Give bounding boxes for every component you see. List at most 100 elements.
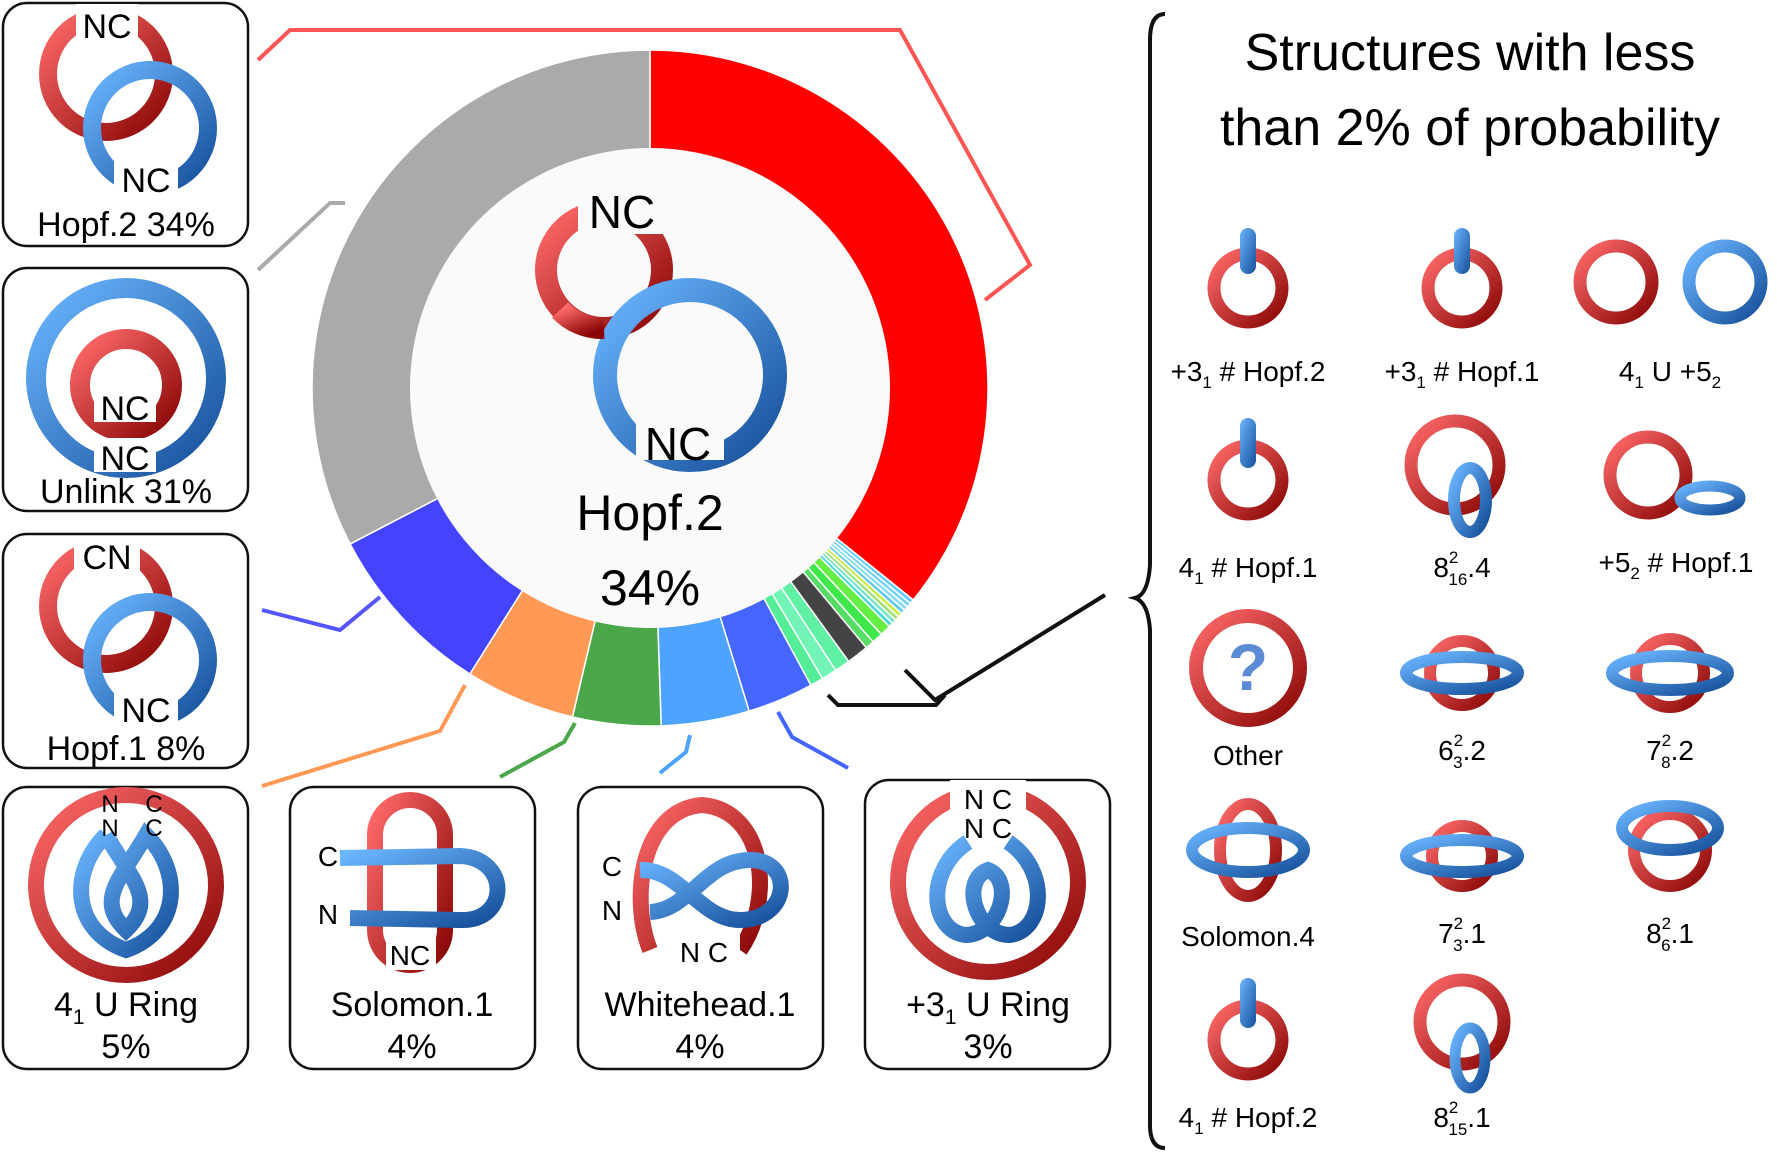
item11-red-icon	[1426, 820, 1498, 892]
ring41-c1: C	[145, 791, 162, 818]
whitehead1-nc: N C	[680, 937, 728, 968]
right-brace	[1127, 12, 1166, 1150]
item-41-u-52: 41 U +52	[1573, 239, 1768, 392]
hopf2-label: Hopf.2 34%	[37, 206, 215, 244]
center-nc-bottom: NC	[645, 418, 711, 470]
hopf2-gap1	[76, 4, 138, 40]
solomon1-percent: 4%	[387, 1028, 436, 1066]
right-panel-title-line1: Structures with less	[1245, 24, 1696, 82]
center-percent: 34%	[600, 560, 700, 616]
item2-link-icon	[1454, 228, 1470, 274]
leader-hopf1	[261, 595, 382, 633]
card-solomon1: C N NC Solomon.1 4%	[288, 785, 537, 1071]
card-hopf2: NC NC Hopf.2 34%	[1, 1, 250, 248]
hopf1-nc-bottom: NC	[121, 692, 170, 730]
hopf1-gap2	[114, 692, 178, 728]
small-bracket	[826, 693, 947, 707]
ring41-n1: N	[101, 791, 118, 818]
item-41-hopf2: 41 # Hopf.2	[1179, 978, 1317, 1138]
solomon1-gap	[386, 938, 436, 970]
solomon1-blue-loop	[339, 847, 506, 928]
whitehead1-c: C	[602, 851, 622, 882]
whitehead1-blue-knot	[639, 851, 789, 929]
center-name: Hopf.2	[576, 485, 723, 541]
item3-red-knot-icon	[1573, 239, 1659, 325]
donut-chart	[311, 49, 989, 727]
item3-blue-knot-icon	[1682, 239, 1768, 325]
item6-link-icon	[1674, 480, 1746, 516]
item9-red-icon	[1630, 633, 1710, 713]
item14-knot-icon	[1413, 973, 1511, 1071]
unlink-gap2	[94, 438, 156, 472]
hopf2-nc-bottom: NC	[121, 162, 170, 200]
ring31-percent: 3%	[963, 1028, 1012, 1066]
item2-label: +31 # Hopf.1	[1384, 356, 1539, 392]
item7-ring-icon	[1189, 609, 1307, 727]
ring31-gap1	[950, 780, 1026, 814]
item6-label: +52 # Hopf.1	[1598, 547, 1753, 583]
solomon1-nc: NC	[390, 940, 430, 971]
hopf2-gap2	[114, 160, 178, 196]
solomon1-n: N	[318, 899, 338, 930]
item-41-hopf1: 41 # Hopf.1	[1179, 418, 1317, 588]
item6-knot-icon	[1603, 430, 1693, 520]
ring41-c2: C	[145, 815, 162, 842]
item12-blue-icon	[1616, 800, 1724, 856]
whitehead1-name: Whitehead.1	[605, 986, 796, 1024]
center-nc-gap2	[636, 420, 724, 460]
small-structures-grid: +31 # Hopf.2 +31 # Hopf.1 41 U +52 41 # …	[1170, 228, 1768, 1139]
item3-label: 41 U +52	[1619, 356, 1721, 392]
solomon1-name: Solomon.1	[331, 986, 494, 1024]
leader-unlink	[256, 201, 345, 272]
center-nc-top: NC	[589, 186, 655, 238]
unlink-label: Unlink 31%	[40, 473, 212, 511]
center-nc-gap	[578, 190, 668, 234]
ring31-title: +31 U Ring	[906, 986, 1070, 1029]
unlink-nc-inner: NC	[100, 390, 149, 428]
ring41-percent: 5%	[101, 1028, 150, 1066]
hopf1-label: Hopf.1 8%	[47, 730, 206, 768]
ring41-n2: N	[101, 815, 118, 842]
item-52-hopf1: +52 # Hopf.1	[1598, 430, 1754, 583]
leader-whitehead1	[658, 734, 692, 775]
ring31-nc-top: N C	[964, 784, 1012, 815]
hopf1-cn-top: CN	[82, 539, 131, 577]
ring31-nc-low: N C	[964, 813, 1012, 844]
unlink-nc-outer: NC	[100, 440, 149, 478]
leader-hopf2	[256, 28, 1033, 302]
item-31-hopf1: +31 # Hopf.1	[1384, 228, 1540, 392]
solomon1-c: C	[318, 841, 338, 872]
item9-blue-icon	[1606, 650, 1734, 696]
item13-link-icon	[1240, 978, 1256, 1028]
item12-red-icon	[1628, 808, 1712, 892]
item-31-hopf2: +31 # Hopf.2	[1170, 228, 1326, 392]
item5-link-icon	[1448, 462, 1492, 538]
center-red-overlap	[552, 302, 605, 339]
right-panel-title-line2: than 2% of probability	[1220, 99, 1720, 157]
item1-link-icon	[1240, 228, 1256, 274]
whitehead1-percent: 4%	[675, 1028, 724, 1066]
unlink-gap1	[94, 386, 156, 422]
ring41-blue-knot	[73, 822, 179, 959]
unlink-red-ring	[70, 329, 182, 441]
leader-small	[903, 593, 1107, 703]
ring31-blue-knot	[929, 835, 1046, 944]
leader-solomon1	[499, 721, 577, 779]
item14-link-icon	[1449, 1022, 1491, 1094]
ring41-red-ring	[28, 787, 224, 983]
ring41-title: 41 U Ring	[54, 986, 198, 1029]
item-solomon4: Solomon.4	[1181, 798, 1315, 952]
whitehead1-red-loop	[632, 796, 768, 955]
item-other: ? Other	[1189, 609, 1307, 771]
whitehead1-n: N	[602, 895, 622, 926]
